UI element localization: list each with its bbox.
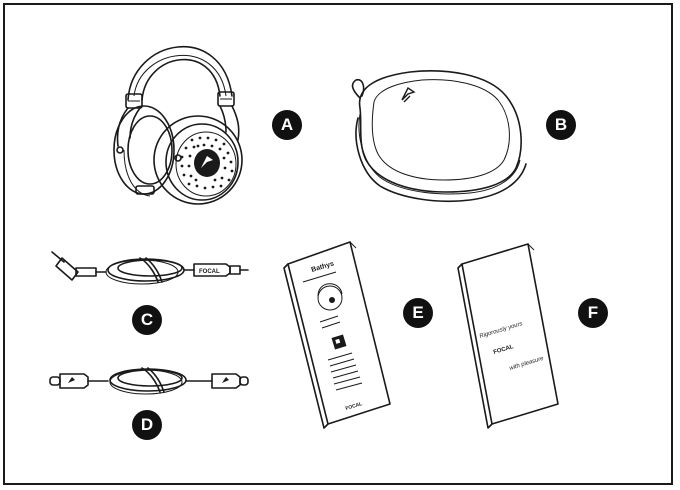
label-badge-d: D bbox=[132, 410, 162, 440]
diagram-frame bbox=[3, 3, 673, 485]
label-badge-b: B bbox=[546, 110, 576, 140]
label-b-text: B bbox=[554, 115, 568, 134]
label-badge-c: C bbox=[132, 305, 162, 335]
label-badge-e: E bbox=[403, 298, 433, 328]
label-c-text: C bbox=[140, 310, 154, 329]
label-f-text: F bbox=[587, 303, 599, 322]
leaflet-illustration: Rigorously yours FOCAL with pleasure bbox=[457, 243, 559, 429]
leaflet-brand-label: FOCAL bbox=[493, 344, 515, 356]
carrying-case-illustration bbox=[351, 70, 527, 203]
label-badge-a: A bbox=[272, 110, 302, 140]
manual-brand-label: FOCAL bbox=[345, 401, 363, 412]
grill-dots bbox=[180, 136, 234, 190]
jack-cable-illustration: FOCAL bbox=[51, 251, 249, 285]
leaflet-script-top: Rigorously yours bbox=[479, 321, 523, 340]
manual-booklet-illustration: Bathys FOCAL bbox=[283, 241, 391, 429]
label-d-text: D bbox=[140, 415, 154, 434]
manual-title: Bathys bbox=[311, 260, 335, 274]
headphones-illustration bbox=[113, 46, 243, 205]
usb-c-cable-illustration bbox=[49, 367, 249, 395]
label-badge-f: F bbox=[578, 298, 608, 328]
jack-brand-label: FOCAL bbox=[199, 269, 220, 275]
label-e-text: E bbox=[412, 303, 424, 322]
leaflet-script-bottom: with pleasure bbox=[509, 356, 545, 372]
label-a-text: A bbox=[280, 115, 294, 134]
